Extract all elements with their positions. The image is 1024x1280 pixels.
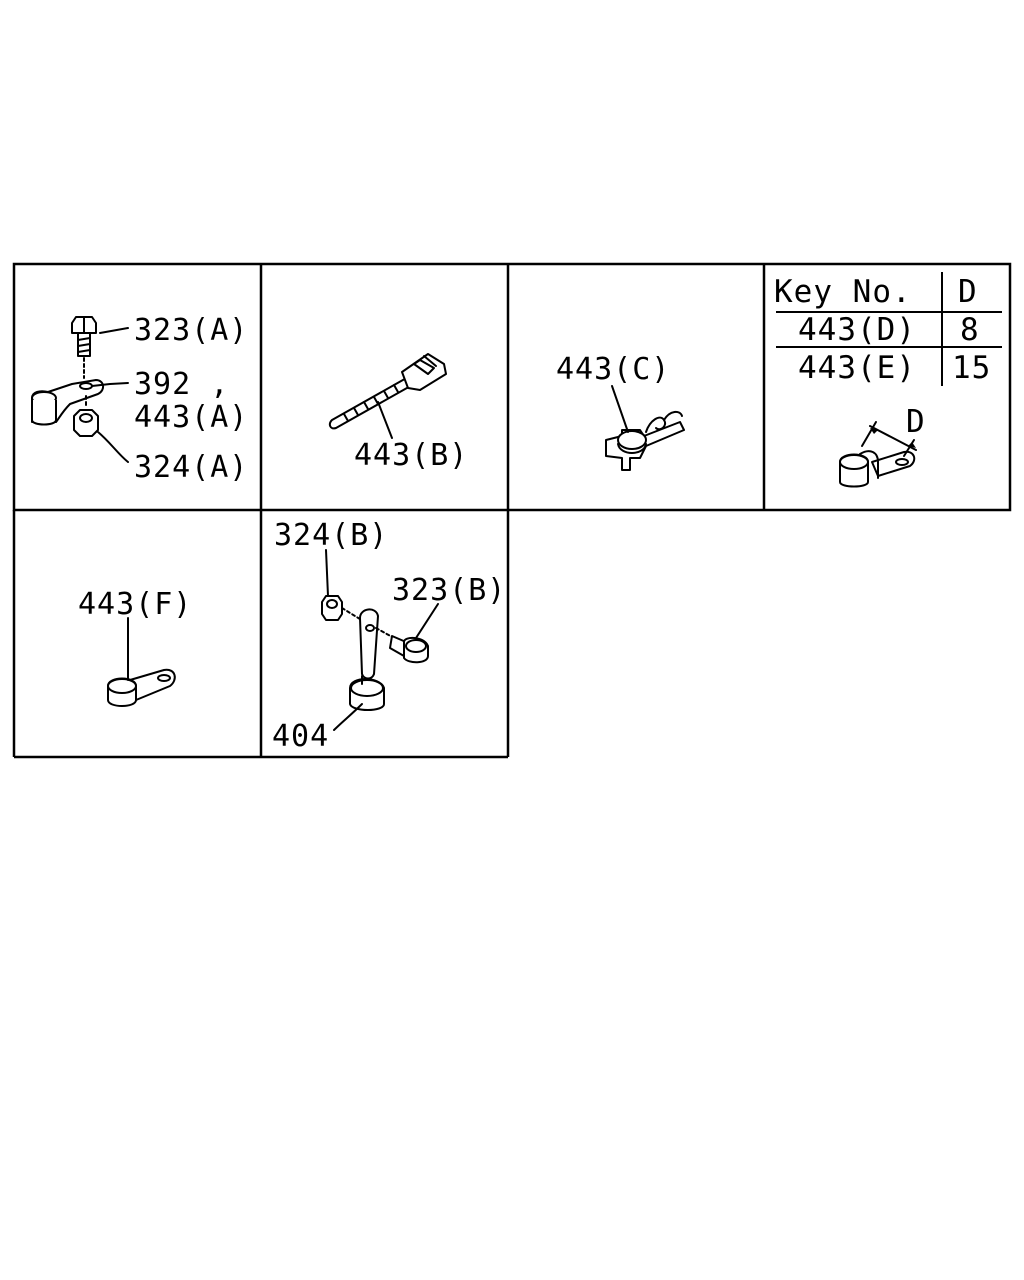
panel-clamp-f: 443(F)	[78, 587, 192, 707]
table-row-1-key: 443(D)	[798, 312, 916, 348]
clamp-443f-icon	[107, 668, 176, 707]
nut-324a-icon	[73, 395, 99, 437]
clip-443c-icon	[605, 410, 685, 471]
panel-clip: 443(C)	[556, 352, 685, 471]
bracket-404-icon	[349, 608, 385, 711]
label-443b: 443(B)	[354, 438, 468, 473]
label-323b: 323(B)	[392, 573, 506, 608]
bolt-323b-icon	[375, 627, 429, 664]
table-lines	[776, 272, 1002, 386]
clamp-392-icon	[31, 379, 104, 426]
panel-key-table: Key No. D 443(D) 8 443(E) 15 D	[774, 272, 1002, 488]
nut-324b-icon	[321, 595, 343, 621]
bolt-323a-icon	[71, 316, 97, 357]
label-324b: 324(B)	[274, 518, 388, 553]
table-row-1-d: 8	[960, 312, 980, 348]
label-324a: 324(A)	[134, 450, 248, 485]
table-row-2-d: 15	[952, 350, 991, 386]
table-row-2-key: 443(E)	[798, 350, 916, 386]
panel-grid	[12, 262, 1012, 759]
label-443f: 443(F)	[78, 587, 192, 622]
table-header-key-no: Key No.	[774, 274, 912, 310]
cable-tie-443b-icon	[328, 353, 447, 430]
dimension-label-d: D	[906, 404, 926, 440]
label-443c: 443(C)	[556, 352, 670, 387]
clamp-443de-icon	[839, 450, 916, 488]
panel-cable-tie: 443(B)	[328, 353, 468, 473]
label-392: 392 ,	[134, 367, 229, 402]
label-443a: 443(A)	[134, 400, 248, 435]
table-header-d: D	[958, 274, 978, 310]
label-323a: 323(A)	[134, 313, 248, 348]
panel-clamp-a: 323(A) 392 , 443(A) 324(A)	[31, 313, 248, 485]
dimension-d-marker	[861, 421, 917, 457]
panel-clamp-b: 324(B) 323(B) 404	[272, 518, 506, 754]
label-404: 404	[272, 719, 329, 754]
